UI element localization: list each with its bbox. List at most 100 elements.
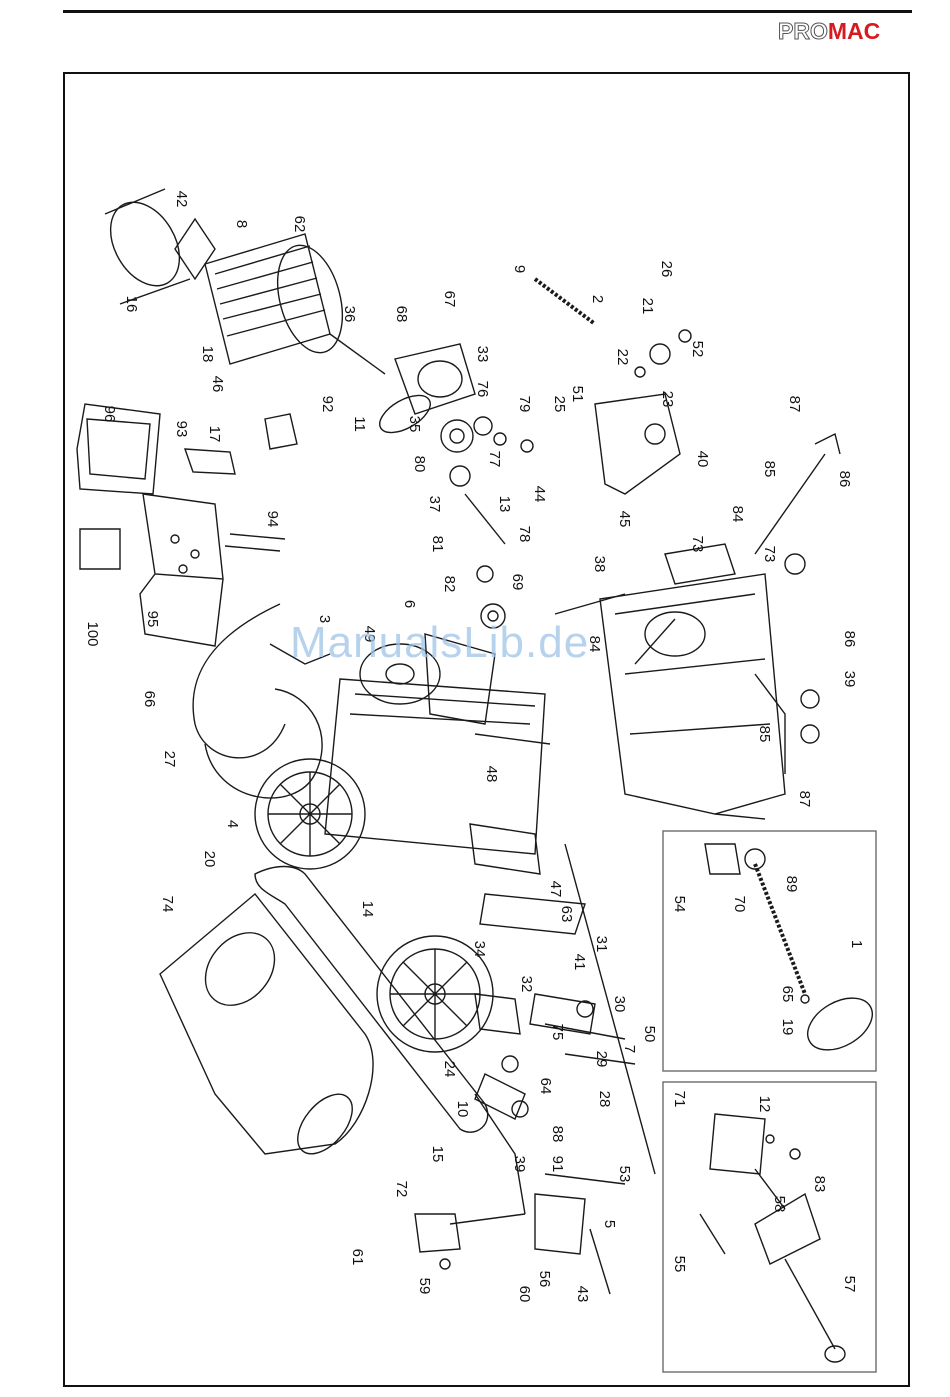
part-label: 50 (641, 1026, 658, 1043)
part-label: 32 (518, 976, 535, 993)
part-label: 36 (341, 306, 358, 323)
part-label: 21 (639, 298, 656, 315)
part-label: 1 (848, 940, 865, 948)
header-rule (63, 10, 912, 13)
part-label: 67 (441, 291, 458, 308)
part-label: 13 (496, 496, 513, 513)
part-label: 76 (474, 381, 491, 398)
part-label: 39 (841, 671, 858, 688)
part-label: 49 (361, 626, 378, 643)
bracket-2-drawing (594, 393, 681, 495)
part-label: 62 (291, 216, 308, 233)
part-label: 30 (611, 996, 628, 1013)
part-label: 3 (316, 615, 333, 623)
blade-49-drawing (254, 865, 489, 1133)
part-label: 15 (429, 1146, 446, 1163)
rod-85-drawing (754, 453, 826, 555)
part-label: 88 (549, 1126, 566, 1143)
part-label: 31 (593, 936, 610, 953)
part-93-drawing (183, 448, 236, 475)
part-label: 86 (836, 471, 853, 488)
part-label: 54 (671, 896, 688, 913)
part-label: 100 (84, 621, 101, 646)
part-label: 6 (401, 600, 418, 608)
part-label: 5 (601, 1220, 618, 1228)
spring-52-drawing (533, 277, 597, 326)
part-label: 93 (173, 421, 190, 438)
motor-drawing (204, 233, 331, 365)
part-label: 77 (486, 451, 503, 468)
part-95-drawing (139, 493, 224, 647)
part-label: 17 (206, 426, 223, 443)
wheel-6-drawing (254, 758, 366, 870)
part-label: 78 (516, 526, 533, 543)
part-label: 55 (671, 1256, 688, 1273)
part-94-drawing (224, 533, 286, 552)
part-label: 28 (596, 1091, 613, 1108)
part-label: 12 (756, 1096, 773, 1113)
part-label: 60 (516, 1286, 533, 1303)
gearbox-drawing (394, 343, 476, 415)
part-label: 53 (616, 1166, 633, 1183)
part-label: 29 (593, 1051, 610, 1068)
part-label: 85 (761, 461, 778, 478)
part-label: 2 (589, 295, 606, 303)
part-label: 24 (441, 1061, 458, 1078)
part-label: 81 (429, 536, 446, 553)
part-label: 59 (416, 1278, 433, 1295)
inset-upper (662, 830, 877, 1072)
part-96-drawing (76, 403, 161, 495)
part-label: 57 (841, 1276, 858, 1293)
power-cord-40 (204, 688, 323, 799)
part-label: 4 (224, 820, 241, 828)
part-label: 87 (786, 396, 803, 413)
part-label: 91 (549, 1156, 566, 1173)
part-label: 22 (614, 349, 631, 366)
part-label: 74 (159, 896, 176, 913)
handle-59-drawing (474, 1093, 526, 1215)
part-label: 84 (729, 506, 746, 523)
fan-drawing (174, 217, 216, 281)
part-label: 39 (511, 1156, 528, 1173)
part-label: 35 (406, 416, 423, 433)
part-label: 52 (689, 341, 706, 358)
part-label: 8 (233, 220, 250, 228)
part-label: 43 (574, 1286, 591, 1303)
part-label: 14 (359, 901, 376, 918)
part-label: 94 (264, 511, 281, 528)
part-17-drawing (264, 413, 298, 450)
part-label: 79 (516, 396, 533, 413)
part-label: 37 (426, 496, 443, 513)
part-label: 66 (141, 691, 158, 708)
part-label: 80 (411, 456, 428, 473)
fan-cover-drawing (109, 201, 181, 287)
part-label: 82 (441, 576, 458, 593)
part-label: 26 (658, 261, 675, 278)
saw-bow-drawing (324, 678, 546, 855)
diagram-frame (63, 72, 910, 1387)
part-label: 61 (349, 1249, 366, 1266)
part-label: 73 (689, 536, 706, 553)
part-label: 87 (796, 791, 813, 808)
part-label: 16 (123, 296, 140, 313)
part-label: 51 (569, 386, 586, 403)
part-label: 83 (811, 1176, 828, 1193)
part-label: 92 (319, 396, 336, 413)
exploded-parts-diagram: 100 95 94 96 93 17 46 18 16 42 8 62 36 6… (76, 188, 877, 1373)
part-label: 72 (393, 1181, 410, 1198)
part-label: 58 (771, 1196, 788, 1213)
part-label: 44 (531, 486, 548, 503)
part-label: 11 (351, 416, 368, 432)
part-label: 96 (101, 406, 118, 423)
part-label: 71 (671, 1091, 688, 1108)
part-label: 86 (841, 631, 858, 648)
wheel-20-drawing (376, 935, 494, 1053)
part-label: 47 (547, 881, 564, 898)
part-label: 42 (173, 191, 190, 208)
inset-lower (662, 1081, 877, 1373)
part-label: 64 (537, 1078, 554, 1095)
part-100-drawing (79, 528, 121, 570)
part-label: 85 (756, 726, 773, 743)
part-label: 33 (474, 346, 491, 363)
base-1-drawing (599, 573, 786, 815)
